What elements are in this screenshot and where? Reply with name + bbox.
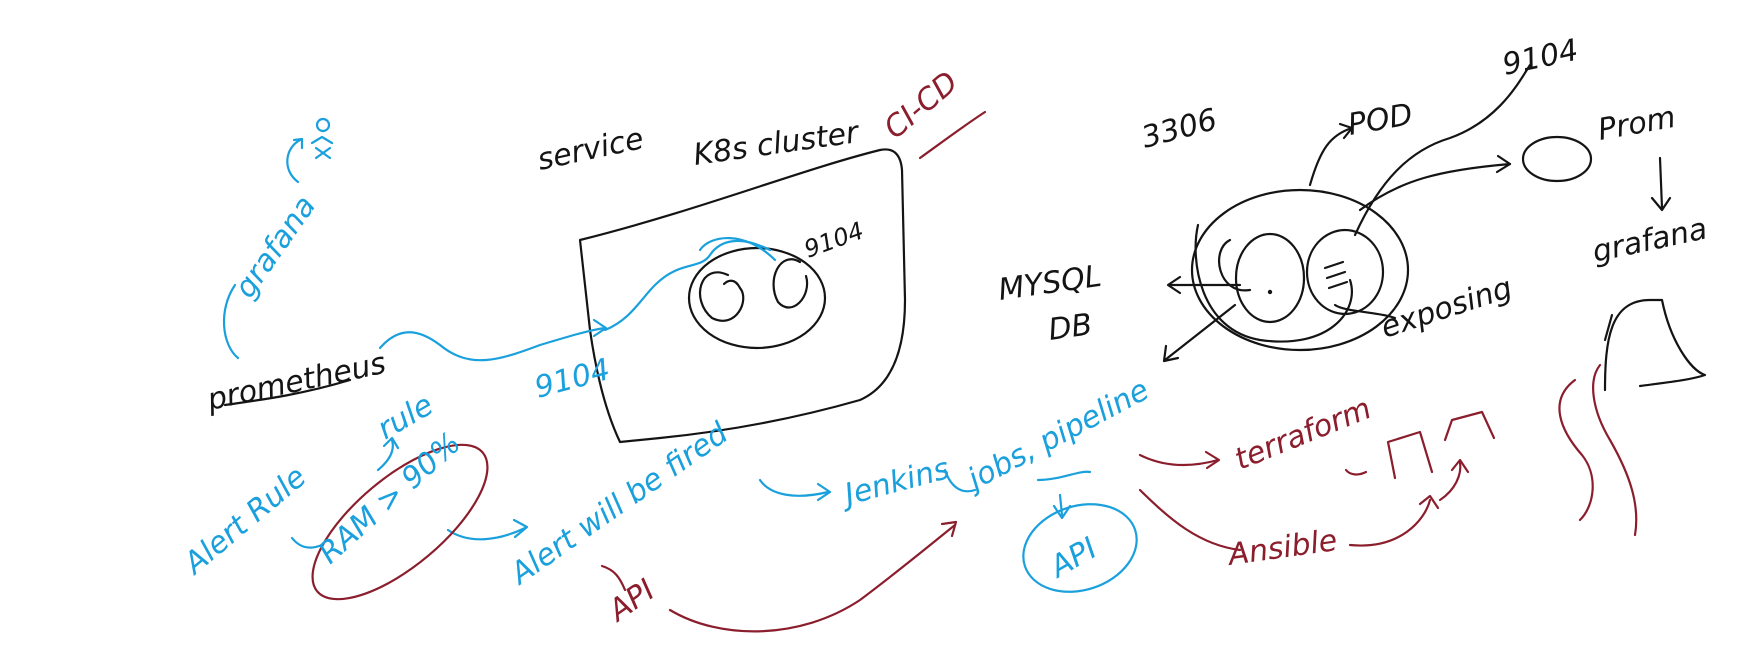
label-prometheus: prometheus [203, 346, 389, 418]
blue-arrows [223, 117, 1138, 593]
label-mysql: MYSQL [996, 259, 1103, 308]
label-port-9104-cluster: 9104 [800, 216, 867, 263]
api-to-jenkins-arrow [668, 523, 957, 633]
label-ram-condition: RAM > 90% [312, 426, 468, 571]
label-jenkins: Jenkins [836, 451, 953, 514]
black-arrows [223, 63, 1707, 407]
k8s-cluster-box [578, 148, 907, 444]
grafana-to-prometheus-line [223, 283, 240, 360]
pod-dot-icon [1267, 289, 1273, 295]
label-prom: Prom [1595, 100, 1678, 148]
pod-to-prom-arrow [1358, 162, 1512, 212]
label-exposing: exposing [1377, 270, 1517, 345]
port-9104-line [1353, 63, 1532, 237]
red-arrows [311, 110, 1638, 633]
label-pod: POD [1345, 97, 1415, 143]
user-icon [310, 117, 334, 160]
label-alert-rule: Alert Rule [176, 459, 313, 582]
label-service: service [534, 121, 646, 178]
label-db: DB [1046, 307, 1094, 348]
ansible-to-vm-arrow [1348, 498, 1432, 547]
jobs-to-terraform-arrow [1138, 453, 1220, 467]
prom-to-grafana-arrow [1658, 156, 1664, 210]
label-port-9104-top: 9104 [1499, 33, 1581, 83]
label-terraform: terraform [1230, 391, 1376, 477]
grafana-to-user-arrow [286, 138, 302, 184]
label-grafana-right: grafana [1589, 211, 1710, 269]
vm-shape-2 [1443, 410, 1496, 442]
ram-to-alert-arrow [446, 526, 527, 541]
alert-to-jenkins-arrow [758, 478, 830, 497]
label-k8s-cluster: K8s cluster [691, 115, 862, 173]
vm-shape-1 [1386, 430, 1434, 480]
service-to-pod-link [603, 239, 772, 332]
label-rule: rule [372, 388, 440, 447]
api-ellipse [1022, 503, 1138, 593]
ram-condition-ellipse [311, 443, 489, 601]
grafana-dashboard-shape [1603, 298, 1707, 392]
red-scribble-1 [1558, 378, 1594, 522]
exposing-connector [1333, 303, 1397, 320]
label-grafana-left: grafana [228, 189, 323, 304]
red-scribble-2 [1592, 363, 1638, 537]
label-ansible: Ansible [1224, 523, 1339, 573]
label-jobs-pipeline: jobs, pipeline [959, 373, 1155, 499]
prom-circle [1521, 135, 1593, 183]
label-port-3306: 3306 [1138, 102, 1221, 156]
jobs-to-ansible-arrow [1138, 488, 1242, 552]
pod-arrow [1308, 126, 1354, 187]
label-api-center: API [1043, 531, 1103, 586]
pod-diagram [1190, 188, 1410, 352]
jobs-to-api-arrow [1058, 493, 1064, 517]
label-api-left: API [601, 573, 662, 630]
prometheus-to-cluster-arrow [378, 326, 607, 362]
ci-cd-underline [918, 110, 987, 160]
label-port-9104-service: 9104 [531, 352, 614, 406]
pod-down-left-arrow [1163, 303, 1237, 362]
